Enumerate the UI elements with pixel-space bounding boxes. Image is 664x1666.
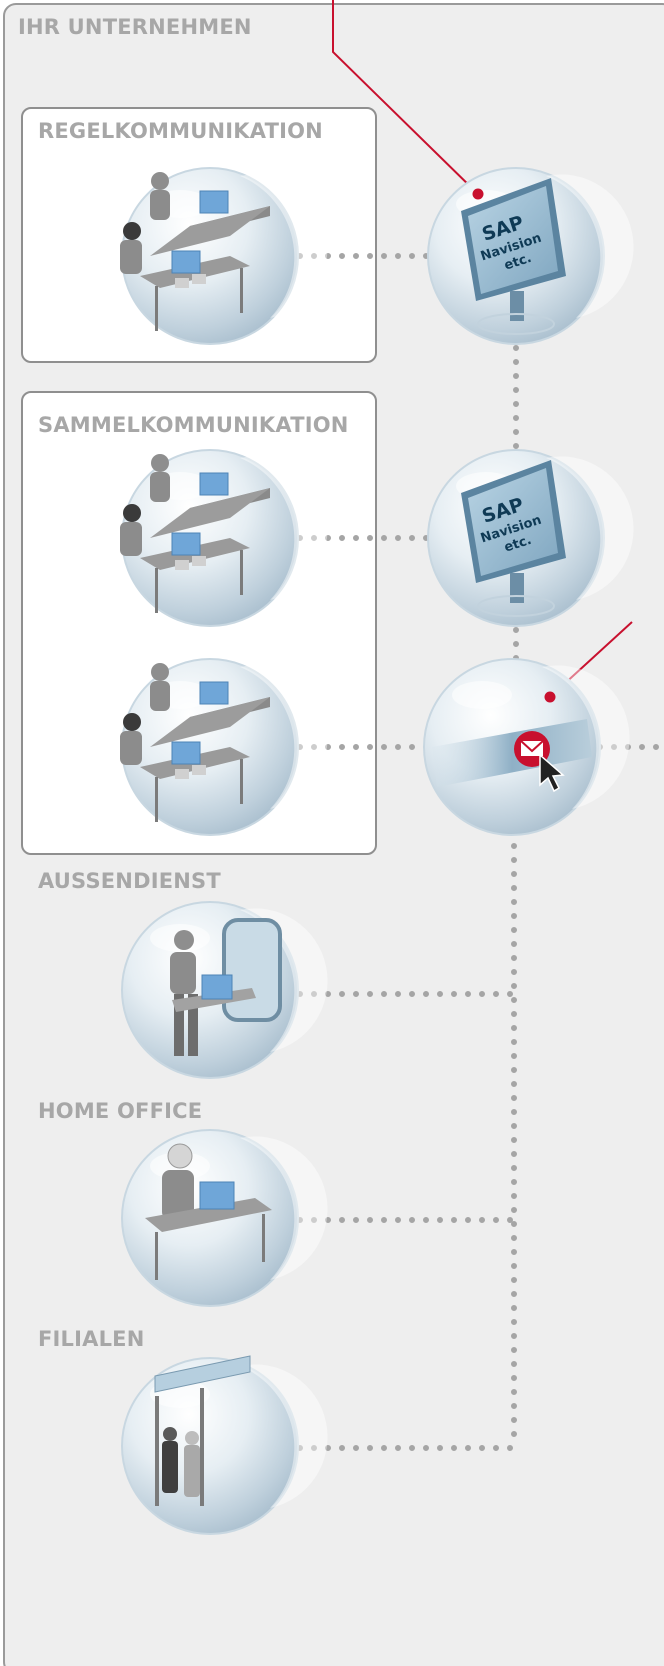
sap-system-sphere-2: SAP Navision etc.	[427, 449, 635, 627]
aussendienst-label: AUSSENDIENST	[38, 869, 221, 893]
filialen-label: FILIALEN	[38, 1327, 145, 1351]
email-band	[432, 719, 592, 787]
home-office-sphere	[121, 1129, 329, 1307]
filialen-sphere	[121, 1355, 329, 1535]
dotted-connectors	[297, 253, 664, 1451]
callout-marker-gateway	[544, 691, 556, 703]
home-office-label: HOME OFFICE	[38, 1099, 202, 1123]
regelkommunikation-label: REGELKOMMUNIKATION	[38, 119, 323, 143]
email-gateway-sphere	[423, 658, 631, 836]
sammelkommunikation-label: SAMMELKOMMUNIKATION	[38, 413, 349, 437]
sap-system-sphere-1: SAP Navision etc.	[427, 167, 635, 345]
aussendienst-sphere	[121, 901, 329, 1079]
company-label: IHR UNTERNEHMEN	[18, 15, 252, 39]
callout-marker-system	[472, 188, 484, 200]
train-window	[222, 918, 282, 1022]
cursor-icon	[539, 753, 565, 793]
